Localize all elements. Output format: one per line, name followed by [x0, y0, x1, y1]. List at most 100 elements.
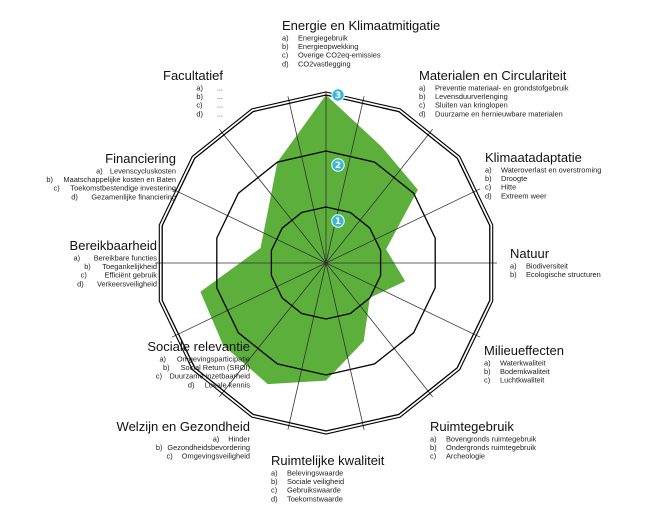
category-title: Facultatief: [163, 68, 223, 83]
criterion-label: Energieopwekking: [298, 42, 358, 51]
level-ring: [158, 91, 494, 435]
criterion-marker: b): [510, 270, 517, 279]
criterion-label: Archeologie: [446, 452, 485, 461]
criterion-label: ...: [217, 92, 223, 101]
criterion-marker: c): [54, 184, 60, 193]
criterion-marker: c): [196, 101, 202, 110]
spoke-line: [287, 262, 327, 430]
criterion-marker: a): [96, 167, 103, 176]
criterion-marker: b): [282, 42, 289, 51]
criterion-marker: d): [77, 279, 84, 288]
criterion-label: Maatschappelijke kosten en Baten: [63, 175, 176, 184]
criterion-label: Ecologische structuren: [526, 270, 601, 279]
criterion-marker: b): [46, 175, 53, 184]
criterion-label: Biodiversiteit: [526, 262, 568, 271]
criterion-marker: b): [163, 363, 170, 372]
criterion-label: Lokale kennis: [205, 380, 251, 389]
category-title: Milieueffecten: [484, 343, 564, 358]
criterion-label: Gebruikswaarde: [287, 486, 341, 495]
level-ring: [270, 206, 382, 320]
criterion-label: Omgevingsparticipatie: [177, 355, 250, 364]
criterion-marker: d): [71, 192, 78, 201]
criterion-marker: b): [485, 174, 492, 183]
criterion-marker: d): [419, 109, 426, 118]
category-label-group: Milieueffectena)Waterkwaliteitb)Bodemkwa…: [484, 343, 564, 385]
criterion-marker: b): [156, 443, 163, 452]
criterion-marker: b): [271, 477, 278, 486]
category-title: Financiering: [105, 151, 176, 166]
criterion-marker: d): [485, 191, 492, 200]
criterion-marker: a): [213, 435, 220, 444]
criterion-label: Duurzame inzetbaarheid: [169, 372, 250, 381]
criterion-label: Wateroverlast en overstroming: [501, 166, 601, 175]
criterion-label: Bodemkwaliteit: [500, 367, 550, 376]
criterion-label: Extreem weer: [501, 191, 547, 200]
category-title: Sociale relevantie: [147, 339, 250, 354]
spoke-line: [325, 188, 481, 264]
score-area: [200, 95, 418, 385]
criterion-label: ...: [217, 101, 223, 110]
criterion-label: Hitte: [501, 183, 516, 192]
criterion-label: Belevingswaarde: [287, 469, 343, 478]
category-title: Welzijn en Gezondheid: [117, 419, 250, 434]
category-label-group: Welzijn en Gezondheida)Hinderb)Gezondhei…: [117, 419, 251, 461]
criterion-marker: d): [196, 109, 203, 118]
criterion-marker: b): [430, 443, 437, 452]
criterion-label: ...: [217, 109, 223, 118]
category-label-group: Energie en Klimaatmitigatiea)Energiegebr…: [282, 18, 440, 68]
criterion-marker: a): [510, 262, 517, 271]
criterion-label: Toekomstbestendige investering: [70, 184, 176, 193]
level-label: 1: [335, 217, 341, 227]
criterion-label: Hinder: [228, 435, 250, 444]
criterion-label: Duurzame en hernieuwbare materialen: [435, 109, 563, 118]
criterion-marker: d): [271, 494, 278, 503]
criterion-marker: a): [271, 469, 278, 478]
criterion-marker: a): [419, 84, 426, 93]
criterion-label: Toegankelijkheid: [102, 262, 157, 271]
criterion-marker: c): [282, 51, 288, 60]
criterion-label: Luchtkwaliteit: [500, 376, 544, 385]
criterion-label: Levenscycluskosten: [110, 167, 176, 176]
criterion-label: Sluiten van kringlopen: [435, 101, 508, 110]
criterion-marker: a): [196, 84, 203, 93]
criterion-marker: b): [419, 92, 426, 101]
criterion-marker: c): [167, 452, 173, 461]
level-ring: [216, 150, 436, 376]
criterion-marker: b): [84, 262, 91, 271]
criterion-marker: a): [485, 166, 492, 175]
criterion-label: Overige CO2eq-emissies: [298, 51, 381, 60]
criterion-marker: b): [196, 92, 203, 101]
criterion-label: CO2vastlegging: [298, 59, 351, 68]
spoke-line: [325, 96, 365, 264]
criterion-label: Verkeersveiligheid: [97, 279, 157, 288]
criterion-marker: d): [282, 59, 289, 68]
category-label-group: Ruimtelijke kwaliteita)Belevingswaardeb)…: [271, 453, 385, 503]
criterion-label: Omgevingsveiligheid: [182, 452, 250, 461]
criterion-marker: c): [419, 101, 425, 110]
criterion-marker: d): [188, 380, 195, 389]
spoke-line: [325, 129, 433, 264]
criterion-marker: c): [484, 376, 490, 385]
criterion-label: Bovengronds ruimtegebruik: [446, 435, 537, 444]
spoke-line: [325, 262, 433, 397]
spoke-line: [219, 129, 327, 264]
category-title: Ruimtegebruik: [430, 419, 514, 434]
spoke-line: [171, 262, 327, 338]
criterion-label: Bereikbare functies: [94, 254, 158, 263]
criterion-marker: a): [282, 34, 289, 43]
category-title: Natuur: [510, 246, 550, 261]
level-ring: [161, 94, 491, 432]
criterion-label: Waterkwaliteit: [500, 359, 546, 368]
criterion-label: Social Return (SROI): [181, 363, 250, 372]
category-title: Energie en Klimaatmitigatie: [282, 18, 440, 33]
category-label-group: Facultatiefa)...b)...c)...d)...: [163, 68, 223, 118]
criterion-label: Sociale veiligheid: [287, 477, 344, 486]
